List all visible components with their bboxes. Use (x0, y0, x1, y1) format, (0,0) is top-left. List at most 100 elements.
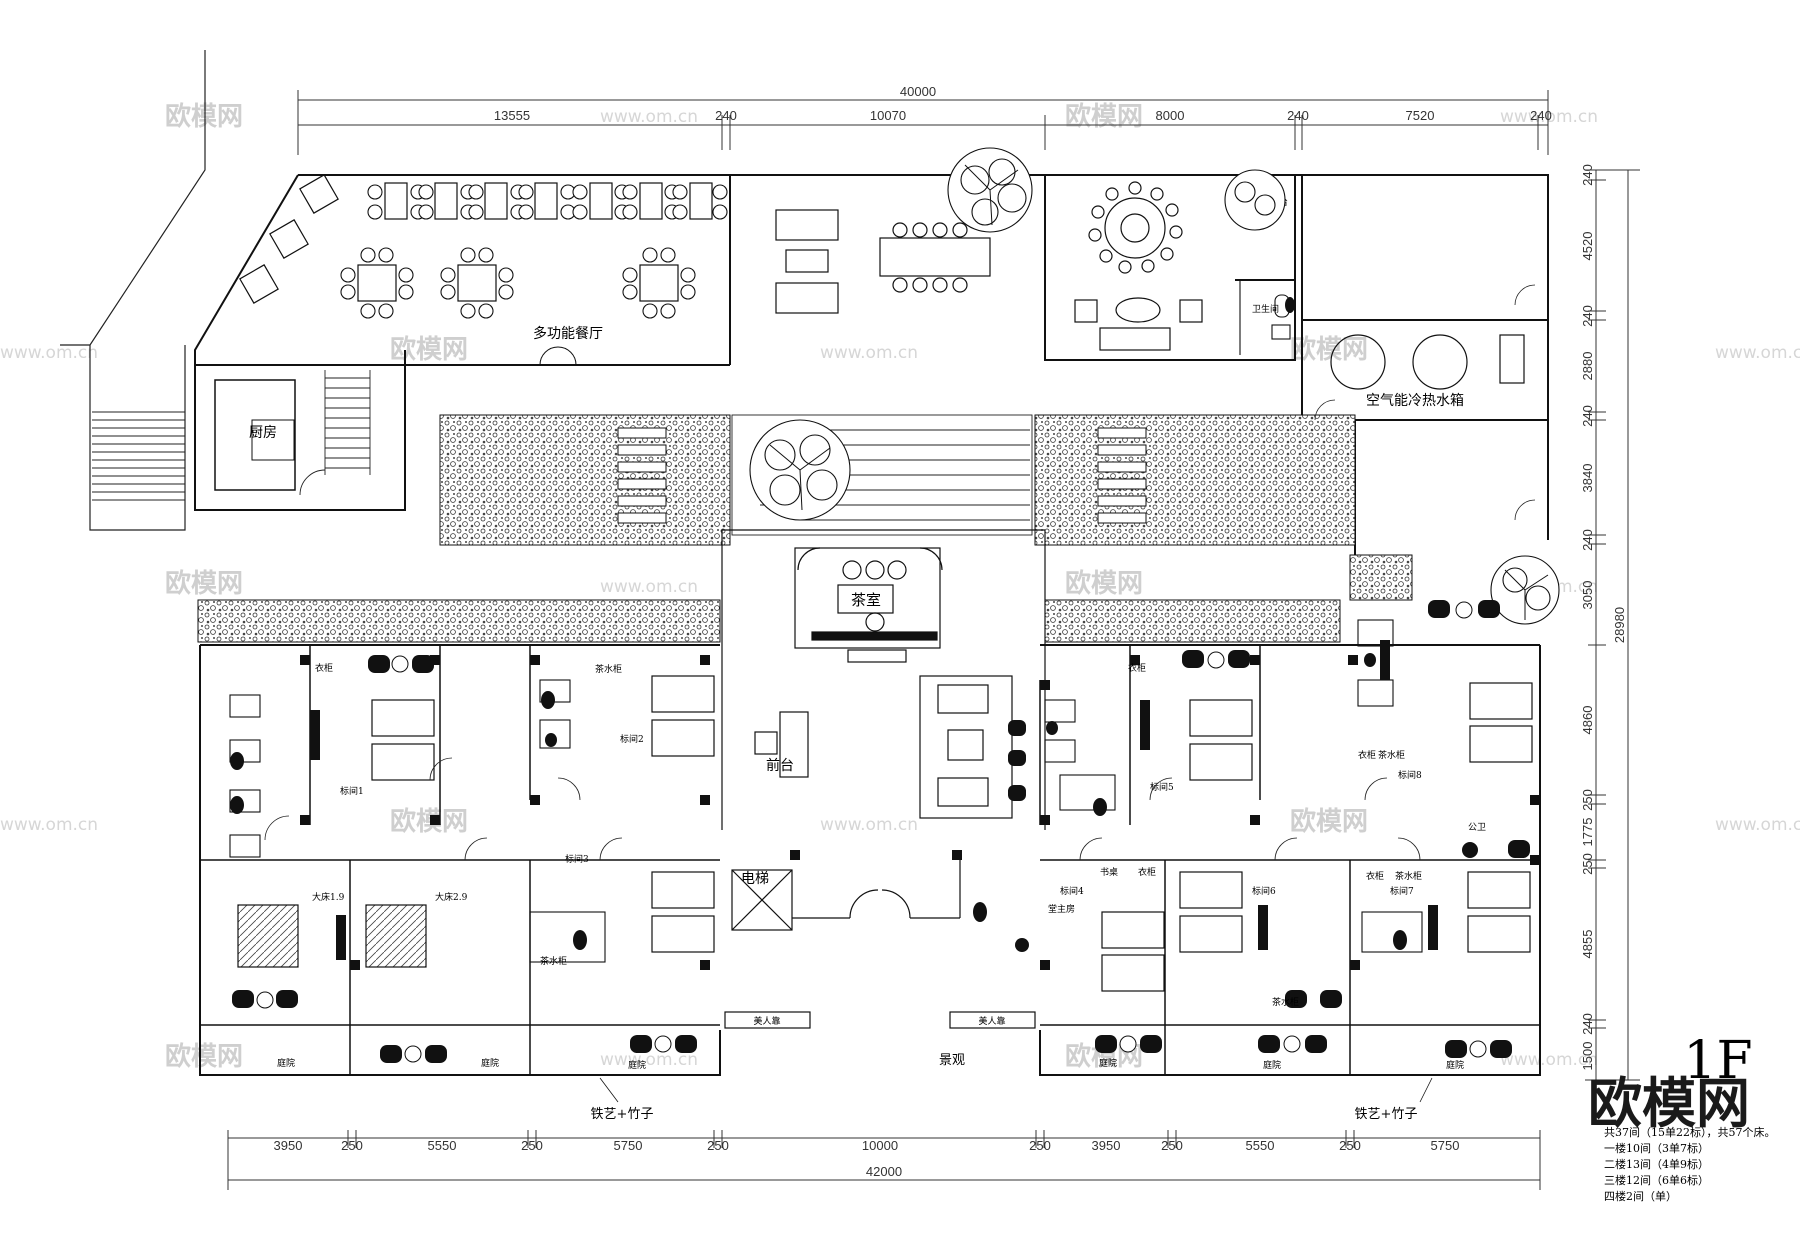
lobby-lounge (919, 675, 1013, 819)
watermark-url: www.om.cn (820, 815, 918, 835)
dim-top: 7520 (1406, 108, 1435, 123)
wardrobe-label: 衣柜 (1366, 870, 1384, 882)
watermark-url: www.om.cn (820, 343, 918, 363)
watermark: 欧模网 (1065, 101, 1143, 132)
dim-bottom: 250 (1339, 1138, 1361, 1153)
dim-right: 3050 (1580, 581, 1595, 610)
dim-right: 240 (1580, 529, 1595, 551)
interior-stairs (299, 370, 371, 496)
watermark: 欧模网 (390, 806, 468, 837)
wardrobe-label: 衣柜 (315, 662, 333, 674)
dim-right: 240 (1580, 305, 1595, 327)
watermark-url: www.om.cn (0, 343, 98, 363)
watermark-url: www.om.cn (0, 815, 98, 835)
watermark-url: www.om.cn (1715, 343, 1800, 363)
dim-right: 1775 (1580, 818, 1595, 847)
wall-columns (300, 655, 1540, 970)
note-line: 二楼13间（4单9标） (1604, 1158, 1709, 1171)
watermark-url: www.om.cn (1715, 815, 1800, 835)
dim-total-right: 28980 (1612, 607, 1627, 643)
floor-label: 1F (1683, 1031, 1752, 1091)
dimension-labels: 40000 13555 240 10070 8000 240 7520 240 … (274, 84, 1627, 1179)
watermark-url: www.om.cn (600, 577, 698, 597)
watermark: 欧模网 (165, 1041, 243, 1072)
watermark: 欧模网 (1290, 334, 1368, 365)
dining-tables (239, 174, 713, 304)
wardrobe-label: 衣柜 (1128, 662, 1146, 674)
dim-top: 13555 (494, 108, 530, 123)
dim-right: 4860 (1580, 706, 1595, 735)
dim-top: 10070 (870, 108, 906, 123)
leader-lines (599, 1077, 1433, 1103)
desk-label: 书桌 (1100, 866, 1118, 878)
dim-right: 250 (1580, 789, 1595, 811)
courtyard-labels: 庭院 庭院 庭院 庭院 庭院 庭院 (277, 1057, 1464, 1071)
private-bathroom (1239, 280, 1291, 355)
dim-bottom: 3950 (274, 1138, 303, 1153)
dining-doors (539, 346, 577, 366)
dim-bottom: 10000 (862, 1138, 898, 1153)
watermark-url: www.om.cn (600, 1050, 698, 1070)
dim-right: 2880 (1580, 352, 1595, 381)
landscape-label: 景观 (939, 1053, 965, 1068)
dim-bottom: 250 (521, 1138, 543, 1153)
bathroom-label: 卫生间 (1252, 303, 1279, 315)
logo: 欧模网 (1588, 1072, 1750, 1135)
room-label: 标间4 (1060, 885, 1084, 897)
watermark: 欧模网 (1065, 568, 1143, 599)
tea-cab-label: 茶水柜 (595, 663, 622, 675)
dim-bottom: 3950 (1092, 1138, 1121, 1153)
room-label: 标间7 (1390, 885, 1414, 897)
guest-room-walls (200, 645, 1540, 1075)
bathroom-fixtures (229, 619, 1423, 963)
courtyard-label: 庭院 (1263, 1059, 1281, 1071)
dim-right: 4855 (1580, 930, 1595, 959)
wardrobe-label: 衣柜 (1138, 866, 1156, 878)
tree-trunks (769, 164, 1549, 620)
outdoor-stairs (92, 411, 185, 501)
kitchen-label: 厨房 (249, 425, 277, 441)
public-wc-label: 公卫 (1468, 822, 1486, 833)
watermark-url: www.om.cn (1500, 1050, 1598, 1070)
watermark-url: www.om.cn (1500, 107, 1598, 127)
dim-bottom: 250 (707, 1138, 729, 1153)
watermark: 欧模网 (390, 334, 468, 365)
dim-top: 240 (1530, 108, 1552, 123)
dining-chairs (340, 184, 728, 319)
elevator-label: 电梯 (741, 871, 769, 887)
kitchen: 厨房 (214, 379, 296, 491)
dim-right: 1500 (1580, 1042, 1595, 1071)
room-label: 标间3 (565, 853, 589, 865)
room-summary-notes: 共37间（15单22标），共57个床。 一楼10间（3单7标） 二楼13间（4单… (1604, 1125, 1796, 1205)
tea-room (721, 529, 1046, 830)
courtyard-label: 庭院 (277, 1057, 295, 1069)
wardrobe-label: 衣柜 (1358, 749, 1376, 761)
stepping-stones (617, 427, 1147, 524)
door-swings (264, 284, 1536, 861)
elevator (731, 869, 793, 931)
note-line: 共37间（15单22标），共57个床。 (1604, 1126, 1776, 1139)
courtyard-label: 庭院 (481, 1057, 499, 1069)
dim-bottom: 5750 (614, 1138, 643, 1153)
watermark: 欧模网 (165, 568, 243, 599)
reception-label: 前台 (766, 757, 794, 774)
lounge-furniture (775, 209, 991, 314)
room-label: 标间2 (620, 733, 644, 745)
bench-label: 美人靠 (978, 1015, 1005, 1027)
dim-bottom: 250 (341, 1138, 363, 1153)
heater-label: 空气能冷热水箱 (1366, 393, 1464, 409)
trees (749, 147, 1560, 625)
double-beds (237, 904, 427, 968)
master-room-label: 堂主房 (1048, 903, 1075, 915)
side-tables (256, 601, 1487, 1063)
dim-bottom: 250 (1161, 1138, 1183, 1153)
courtyard-gravel (197, 414, 1413, 643)
room-labels: 标间1 标间2 标间3 标间4 标间5 标间6 标间7 标间8 大床1.9 大床… (312, 662, 1486, 1008)
cabinets (310, 640, 1438, 960)
dimension-lines (227, 90, 1640, 1190)
watermarks: 欧模网 www.om.cn 欧模网 www.om.cn 欧模网 www.om.c… (0, 101, 1800, 1072)
dim-bottom: 5550 (1246, 1138, 1275, 1153)
dim-bottom: 5550 (428, 1138, 457, 1153)
tea-cab-label: 茶水柜 (1395, 870, 1422, 882)
